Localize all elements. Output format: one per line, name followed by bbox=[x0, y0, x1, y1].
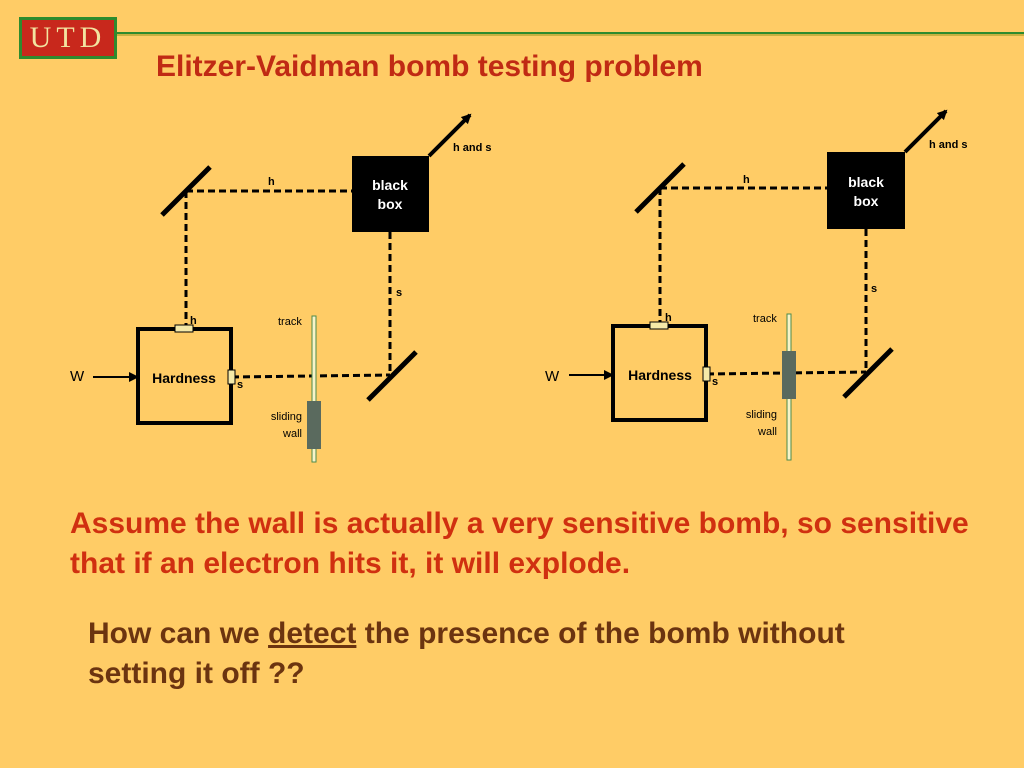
black-box bbox=[352, 156, 429, 232]
wall-label-2: wall bbox=[757, 426, 777, 438]
utd-logo: UTD bbox=[19, 17, 117, 59]
wall-label-1: sliding bbox=[271, 411, 302, 423]
output-label: h and s bbox=[929, 139, 968, 151]
h-port bbox=[649, 321, 669, 330]
track-label: track bbox=[753, 313, 777, 325]
diagram-right: Hardness h s W black box h and s h s tra… bbox=[545, 109, 968, 461]
sliding-wall bbox=[782, 351, 796, 399]
interferometer-diagrams: Hardness h s W black box h and s h s tra… bbox=[70, 109, 968, 463]
black-box-label-2: box bbox=[378, 196, 403, 212]
logo-text: UTD bbox=[29, 21, 107, 54]
question-emphasis: detect bbox=[268, 617, 357, 650]
wall-label-2: wall bbox=[282, 428, 302, 440]
s-path-bottom bbox=[231, 373, 391, 379]
s-path-label: s bbox=[396, 287, 402, 299]
question-text: How can we detect the presence of the bo… bbox=[88, 614, 908, 694]
question-after: the presence of the bomb without setting… bbox=[88, 617, 845, 690]
bomb-assumption-text: Assume the wall is actually a very sensi… bbox=[70, 507, 969, 580]
output-arrow bbox=[903, 109, 948, 154]
wall-label-1: sliding bbox=[746, 409, 777, 421]
h-path-label: h bbox=[268, 176, 275, 188]
hardness-label: Hardness bbox=[152, 370, 216, 386]
mirror-bottom-right bbox=[366, 350, 418, 402]
sliding-wall bbox=[307, 401, 321, 449]
h-path-label: h bbox=[743, 174, 750, 186]
diagram-left: Hardness h s W black box h and s h s tra… bbox=[70, 113, 492, 463]
header-rule bbox=[117, 32, 1024, 36]
mirror-top-left bbox=[160, 165, 212, 217]
s-port-label: s bbox=[712, 376, 718, 388]
s-path-label: s bbox=[871, 283, 877, 295]
h-port bbox=[174, 324, 194, 333]
mirror-top-left bbox=[634, 162, 686, 214]
black-box-label-1: black bbox=[372, 177, 408, 193]
track-label: track bbox=[278, 316, 302, 328]
s-port bbox=[702, 366, 711, 382]
mirror-bottom-right bbox=[842, 347, 894, 399]
question-before: How can we bbox=[88, 617, 269, 650]
output-label: h and s bbox=[453, 142, 492, 154]
slide-title: Elitzer-Vaidman bomb testing problem bbox=[156, 50, 703, 83]
black-box-label-2: box bbox=[854, 193, 879, 209]
s-port-label: s bbox=[237, 379, 243, 391]
h-port-label: h bbox=[665, 312, 672, 324]
track bbox=[311, 315, 317, 463]
output-arrow bbox=[427, 113, 472, 158]
s-port bbox=[227, 369, 236, 385]
black-box bbox=[827, 152, 905, 229]
input-label: W bbox=[545, 368, 560, 385]
hardness-label: Hardness bbox=[628, 367, 692, 383]
black-box-label-1: black bbox=[848, 174, 884, 190]
h-port-label: h bbox=[190, 315, 197, 327]
input-label: W bbox=[70, 368, 85, 385]
